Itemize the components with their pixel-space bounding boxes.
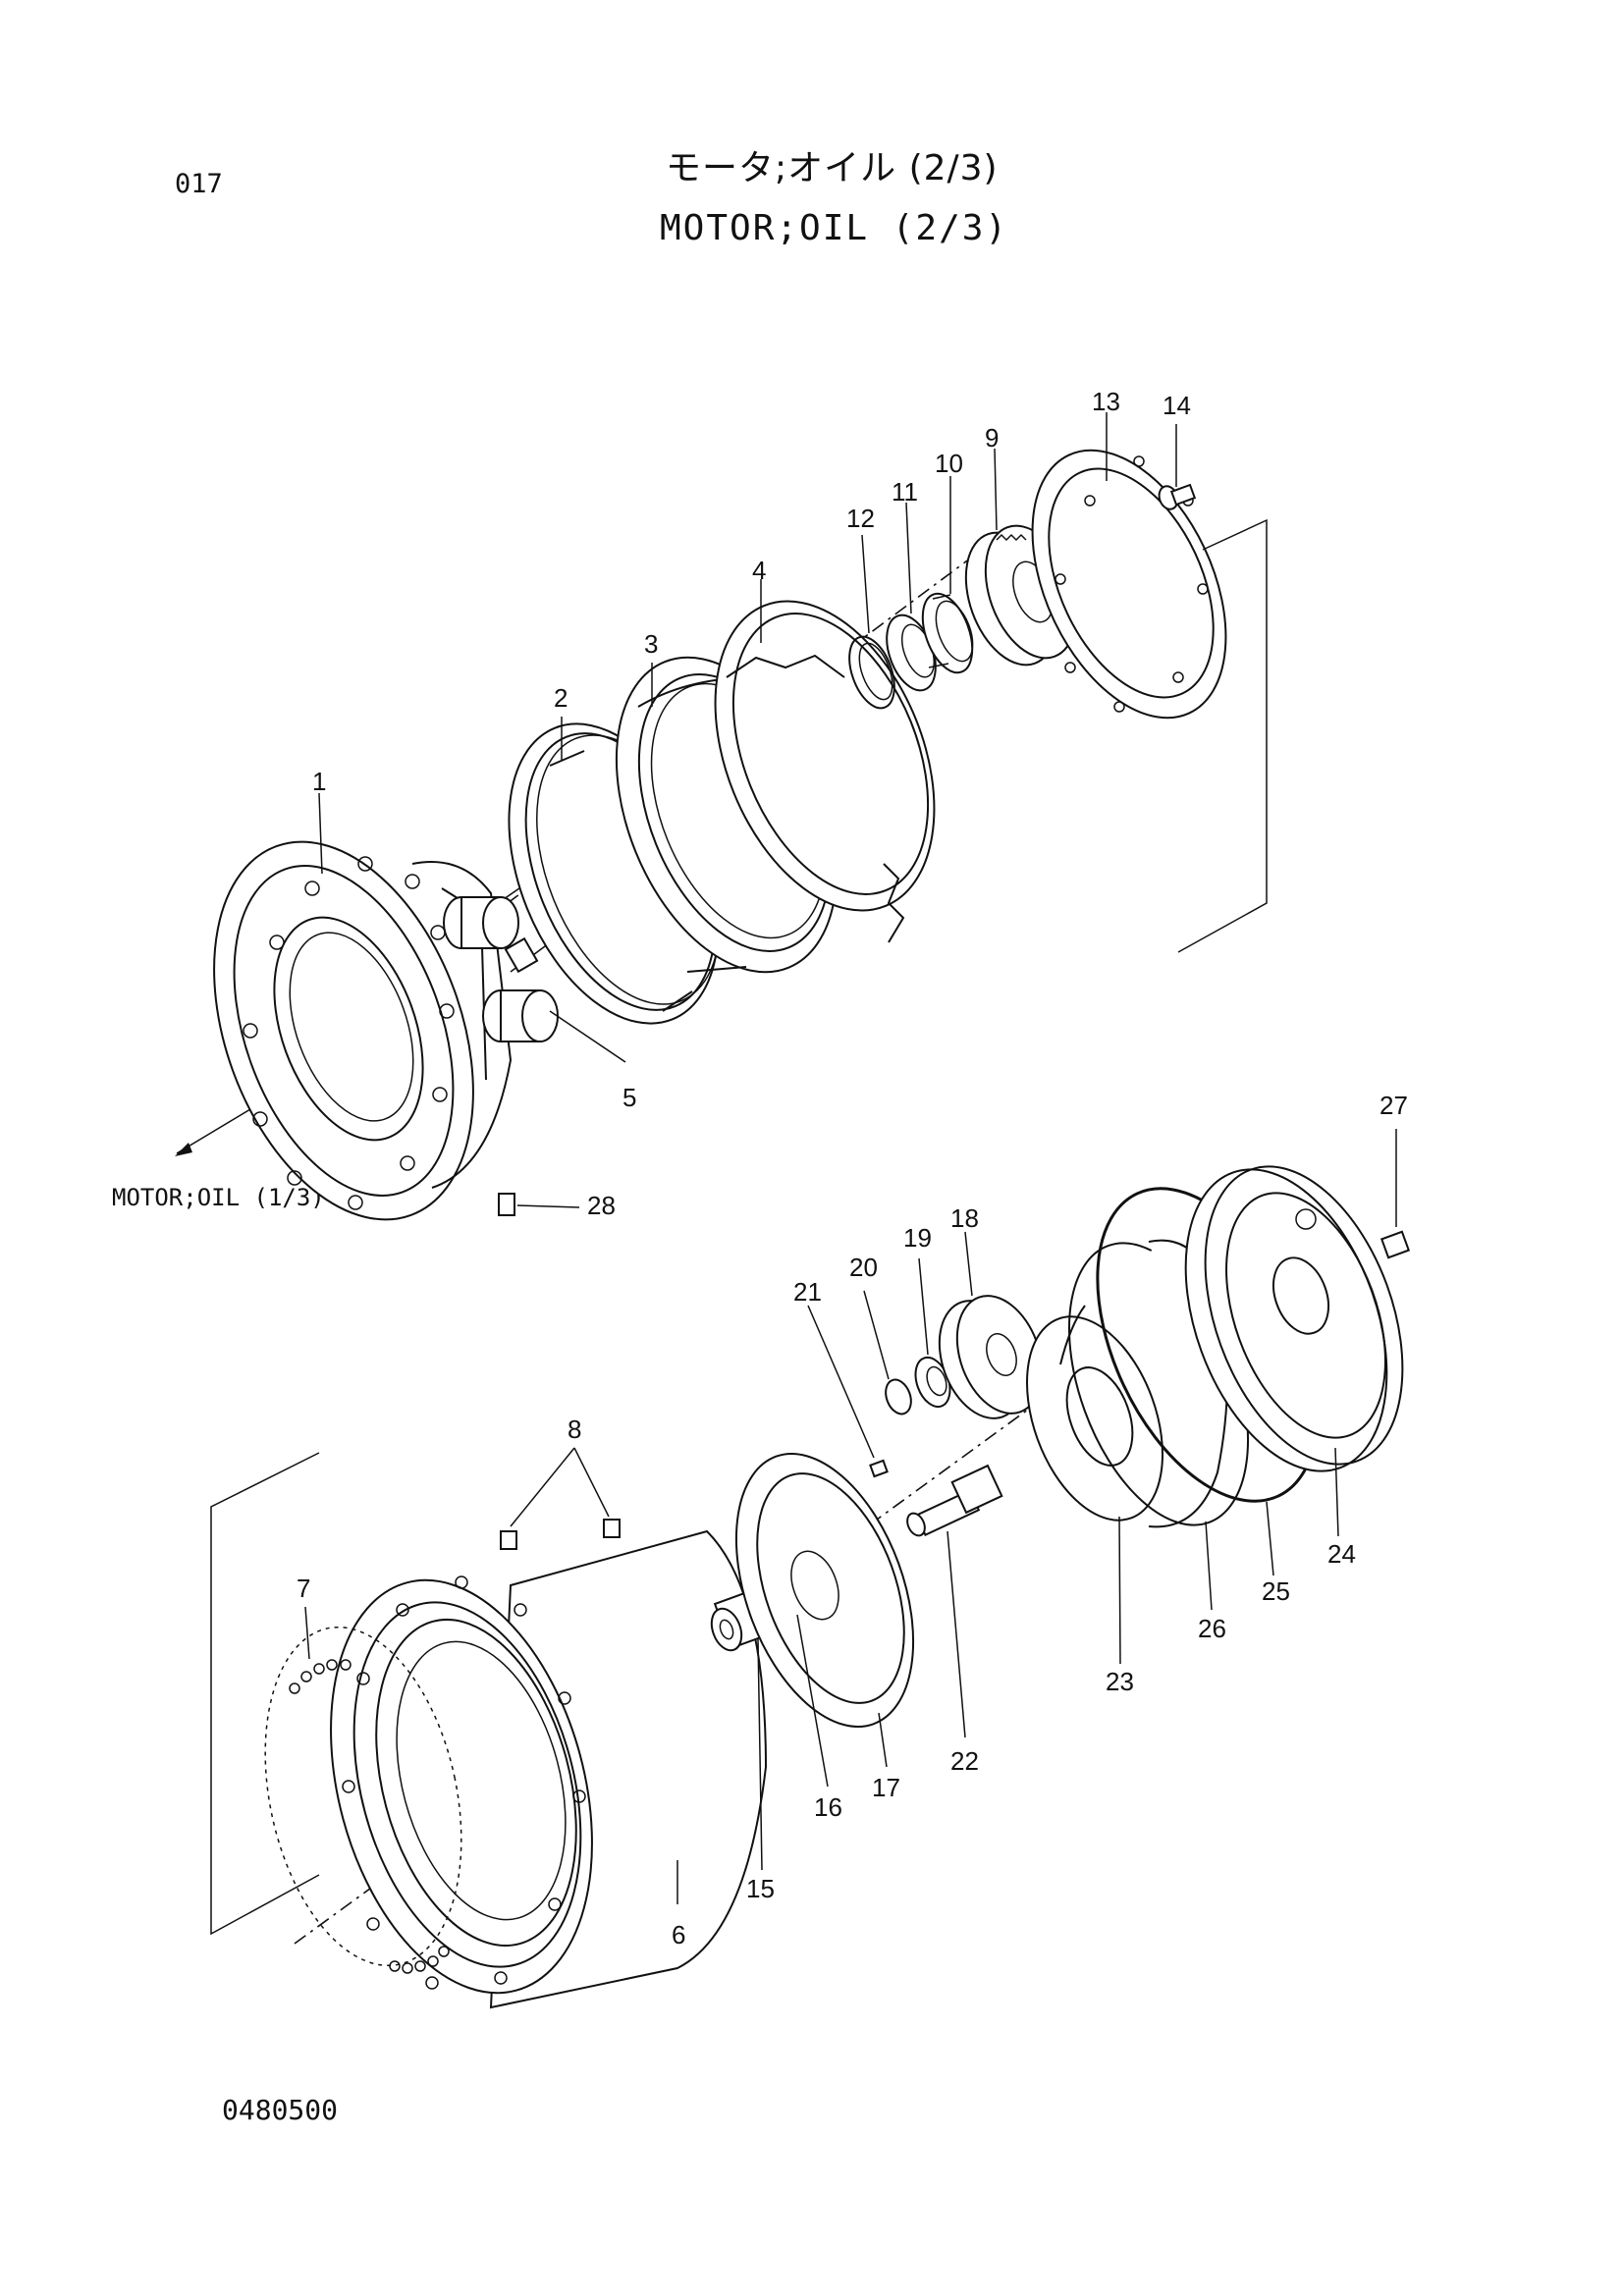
callout-17: 17 [872, 1773, 900, 1802]
part-1-flange-housing[interactable] [166, 806, 559, 1255]
callout-labels: 1 2 3 4 5 6 7 8 9 10 11 12 13 14 15 16 1… [297, 387, 1408, 1949]
part-24-cover[interactable] [1148, 1140, 1440, 1499]
callout-1: 1 [312, 767, 326, 796]
callout-26: 26 [1198, 1614, 1226, 1643]
callout-21: 21 [793, 1277, 822, 1307]
title-english: MOTOR;OIL (2/3) [660, 208, 1009, 248]
part-20-snap-ring[interactable] [882, 1376, 916, 1417]
callout-9: 9 [985, 423, 999, 453]
callout-12: 12 [846, 504, 875, 533]
callout-8: 8 [568, 1415, 581, 1444]
part-8-plugs[interactable] [500, 1519, 621, 1550]
callout-11: 11 [892, 477, 918, 507]
part-6-ring-gear-housing[interactable] [289, 1529, 768, 2022]
callout-18: 18 [950, 1203, 979, 1233]
callout-28: 28 [587, 1191, 616, 1220]
callout-23: 23 [1106, 1667, 1134, 1696]
leader-lines [304, 412, 1397, 1904]
callout-13: 13 [1092, 387, 1120, 416]
part-28-plug[interactable] [498, 1193, 515, 1216]
callout-16: 16 [814, 1792, 842, 1822]
page-number: 017 [175, 169, 223, 199]
callout-14: 14 [1163, 391, 1191, 420]
part-13-cover-plate[interactable] [994, 420, 1266, 749]
callout-4: 4 [752, 556, 766, 585]
callout-5: 5 [622, 1083, 636, 1112]
callout-19: 19 [903, 1223, 932, 1253]
part-22-shaft[interactable] [904, 1464, 1003, 1538]
callout-22: 22 [950, 1746, 979, 1776]
part-5-screw[interactable] [504, 936, 539, 974]
callout-27: 27 [1380, 1091, 1408, 1120]
part-27-plug[interactable] [1380, 1230, 1411, 1259]
callout-15: 15 [746, 1874, 775, 1903]
title-japanese: モータ;オイル (2/3) [666, 148, 999, 188]
part-18-planet-gear[interactable] [924, 1284, 1057, 1430]
lower-bracket [210, 1452, 320, 1936]
part-23-thrust-plate[interactable] [1001, 1298, 1188, 1538]
callout-3: 3 [644, 629, 658, 659]
part-17-carrier-plate[interactable] [702, 1429, 947, 1750]
callout-7: 7 [297, 1574, 310, 1603]
part-12-snap-ring[interactable] [840, 630, 903, 714]
callout-10: 10 [935, 449, 963, 478]
callout-25: 25 [1262, 1576, 1290, 1606]
drawing-code: 0480500 [222, 2094, 339, 2126]
part-21-pin[interactable] [869, 1459, 889, 1478]
part-7-steel-balls[interactable] [237, 1609, 491, 1984]
callout-2: 2 [554, 683, 568, 713]
upper-bracket [1177, 518, 1268, 953]
callout-24: 24 [1327, 1539, 1356, 1569]
reference-link-text[interactable]: MOTOR;OIL (1/3) [112, 1184, 325, 1211]
part-10-needle-bearing[interactable] [913, 587, 982, 679]
callout-20: 20 [849, 1253, 878, 1282]
part-4-carrier[interactable] [673, 569, 976, 943]
part-14-screw[interactable] [1156, 483, 1197, 512]
callout-6: 6 [672, 1920, 685, 1949]
